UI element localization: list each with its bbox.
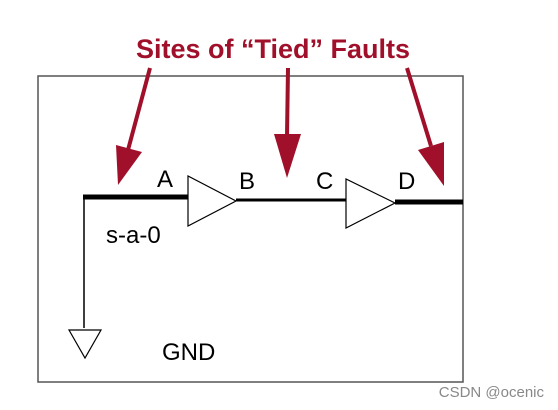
node-label-c: C <box>316 168 333 195</box>
fault-label: s-a-0 <box>106 222 161 249</box>
circuit-box <box>37 75 464 383</box>
ground-symbol-icon <box>67 329 103 360</box>
arrow-down-icon <box>274 67 301 178</box>
arrow-down-icon <box>116 67 152 185</box>
arrow-down-icon <box>405 67 444 186</box>
ground-label: GND <box>162 339 215 366</box>
node-label-a: A <box>157 166 173 193</box>
node-label-b: B <box>239 168 255 195</box>
buffer-gate-icon <box>345 178 397 229</box>
diagram-title: Sites of “Tied” Faults <box>136 34 410 64</box>
node-label-d: D <box>398 168 415 195</box>
buffer-gate-icon <box>187 175 238 227</box>
watermark: CSDN @ocenic <box>438 384 544 401</box>
